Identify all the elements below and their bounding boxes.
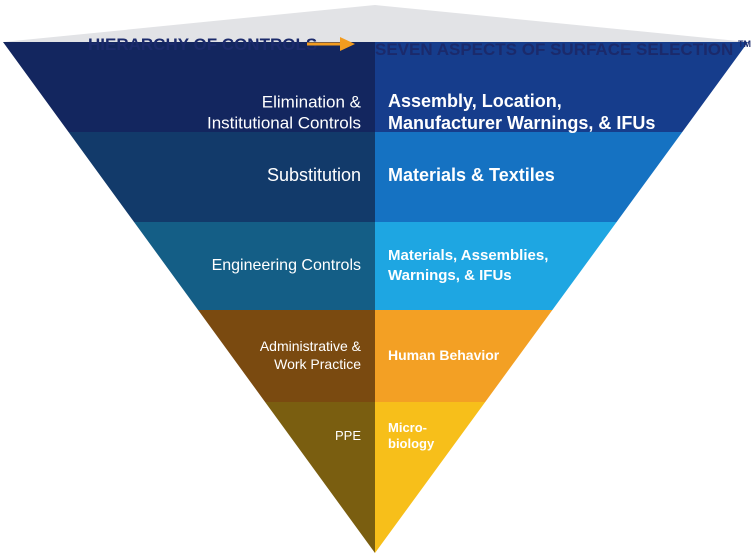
header-right-title: SEVEN ASPECTS OF SURFACE SELECTION TM: [375, 39, 751, 59]
level-1-right-line: Assembly, Location,: [388, 91, 562, 111]
level-1-left-face: [3, 42, 375, 132]
level-2-left-face: [68, 132, 376, 222]
level-2-left-label: Substitution: [267, 165, 361, 185]
level-3-left-label: Engineering Controls: [212, 257, 361, 274]
level-5-right-line: Micro-: [388, 420, 427, 435]
level-3-left-face: [134, 222, 375, 310]
level-4-left-line: Administrative &: [260, 338, 362, 354]
level-4-right-line: Human Behavior: [388, 347, 500, 363]
level-1-left-line: Elimination &: [262, 93, 362, 112]
level-1-right-line: Manufacturer Warnings, & IFUs: [388, 113, 655, 133]
level-3-right-label: Materials, Assemblies, Warnings, & IFUs: [388, 247, 548, 284]
pyramid-top-face: [3, 5, 748, 50]
level-1-right-label: Assembly, Location,Manufacturer Warnings…: [388, 91, 655, 133]
level-2-right-line: Materials & Textiles: [388, 165, 555, 185]
level-5-right-face: [375, 402, 486, 553]
level-2-right-face: [375, 132, 683, 222]
level-2-left-line: Substitution: [267, 165, 361, 185]
level-5-right-label: Micro-biology: [388, 420, 435, 451]
level-5-left-line: PPE: [335, 428, 361, 443]
level-4-right-face: [375, 310, 553, 402]
level-3-right-face: [375, 222, 617, 310]
arrow-icon: [307, 37, 355, 51]
level-1-right-face: [375, 42, 748, 132]
pyramid-labels: Elimination & Institutional Controls Assem…: [207, 91, 655, 451]
level-4-left-face: [198, 310, 375, 402]
level-4-left-label: Administrative & Work Practice: [260, 338, 362, 372]
pyramid-faces: [3, 5, 748, 553]
level-1-left-label: Elimination & Institutional Controls: [207, 93, 362, 133]
level-3-left-line: Engineering Controls: [212, 257, 361, 274]
level-5-left-face: [265, 402, 375, 553]
trademark-mark: TM: [738, 39, 751, 49]
level-5-left-label: PPE: [335, 428, 361, 443]
header-right-text: SEVEN ASPECTS OF SURFACE SELECTION: [375, 40, 733, 59]
level-2-right-label: Materials & Textiles: [388, 165, 555, 185]
header-left-title: HIERARCHY OF CONTROLS: [88, 35, 317, 54]
level-3-right-line: Materials, Assemblies,: [388, 247, 548, 264]
level-5-right-line: biology: [388, 436, 435, 451]
level-3-right-line: Warnings, & IFUs: [388, 267, 512, 284]
level-4-left-line: Work Practice: [274, 356, 361, 372]
level-4-right-label: Human Behavior: [388, 347, 500, 363]
level-1-left-line: Institutional Controls: [207, 114, 361, 133]
